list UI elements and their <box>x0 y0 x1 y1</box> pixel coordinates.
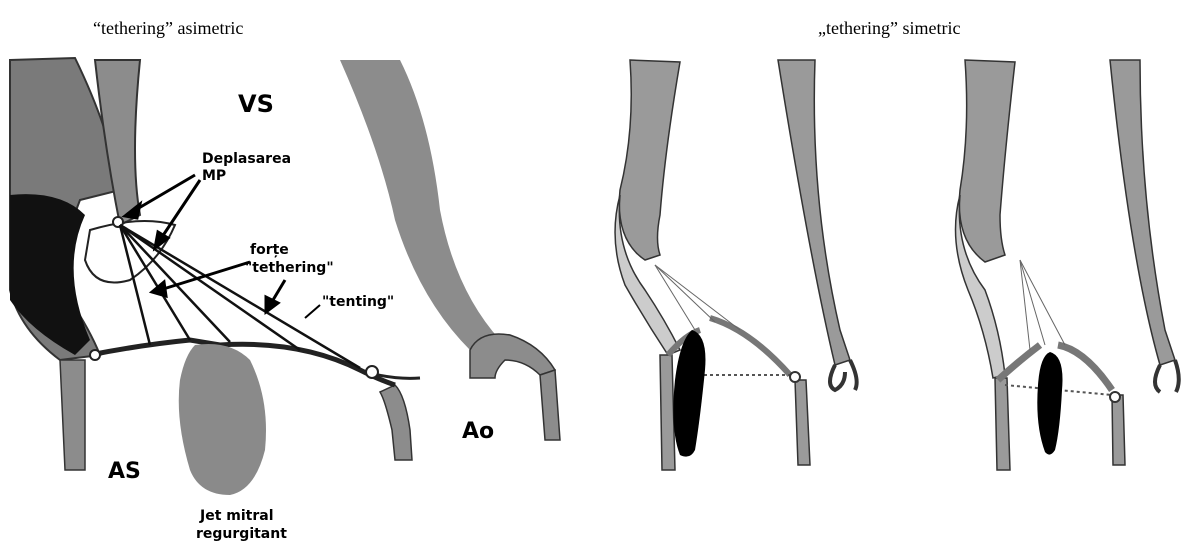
frame2-la-right-wall <box>1112 395 1125 465</box>
frame2-lv-wall <box>959 60 1015 262</box>
frame2-anterior-leaflet <box>1058 345 1112 390</box>
frame2-aorta-curl <box>1155 360 1179 392</box>
frame2-regurgitant-jet <box>1037 352 1062 455</box>
frame1-septum <box>778 60 850 365</box>
frame1-aorta-curl <box>830 360 857 390</box>
frame2-chordae <box>1020 260 1065 350</box>
symmetric-frame-2 <box>956 60 1179 470</box>
frame1-la-right-wall <box>795 380 810 465</box>
frame1-annulus-point <box>790 372 800 382</box>
frame1-chordae <box>655 265 740 330</box>
frame1-la-left-wall <box>660 355 675 470</box>
frame1-lv-wall <box>619 60 680 260</box>
frame1-anterior-leaflet <box>710 318 790 375</box>
frame2-annulus-point <box>1110 392 1120 402</box>
symmetric-frame-1 <box>615 60 857 470</box>
frame2-la-left-wall <box>995 378 1010 470</box>
frame2-posterior-leaflet <box>998 345 1040 380</box>
frame2-septum <box>1110 60 1175 365</box>
